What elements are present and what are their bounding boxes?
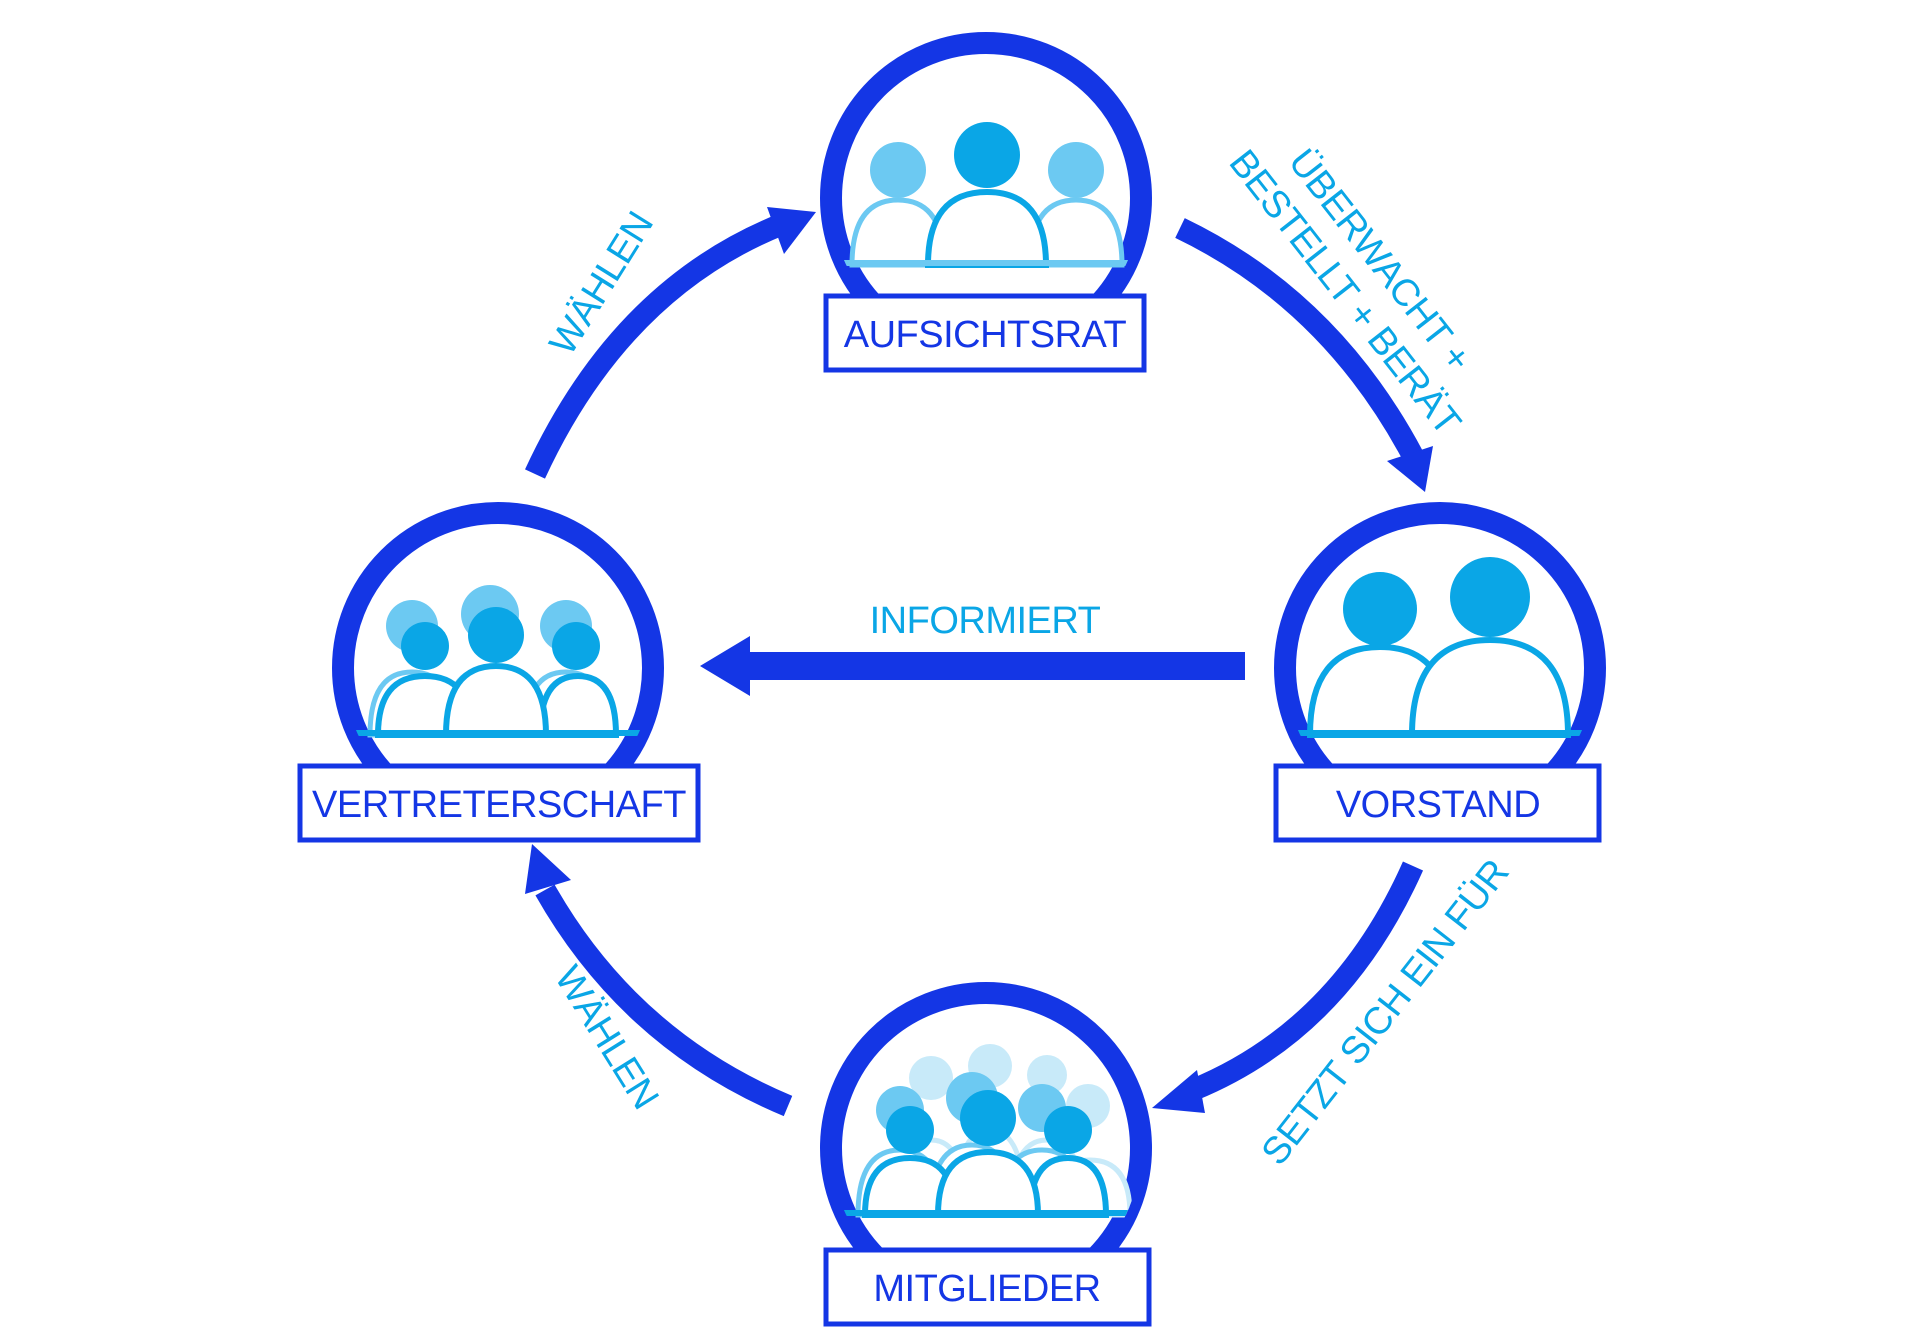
edge-label-informiert: INFORMIERT [870, 600, 1101, 642]
people-pair-icon [1295, 557, 1588, 738]
node-aufsichtsrat: AUFSICHTSRAT [820, 32, 1152, 373]
arrow-waehlen-top [525, 207, 816, 479]
node-vorstand: VORSTAND [1273, 502, 1606, 843]
node-label-box [823, 1247, 1152, 1327]
people-group-icon [840, 122, 1135, 268]
arrow-setzt-sich-ein [1152, 861, 1424, 1113]
arrow-waehlen-bottom [525, 844, 793, 1117]
node-label-mitglieder: MITGLIEDER [873, 1268, 1100, 1310]
edge-label-waehlen-top: WÄHLEN [542, 205, 662, 363]
node-label-vertreterschaft: VERTRETERSCHAFT [312, 784, 686, 826]
node-label-aufsichtsrat: AUFSICHTSRAT [844, 314, 1127, 356]
arrow-ueberwacht [1175, 218, 1433, 492]
node-mitglieder: MITGLIEDER [820, 982, 1152, 1327]
node-label-box [1273, 763, 1602, 843]
node-vertreterschaft: VERTRETERSCHAFT [297, 502, 701, 843]
people-crowd-icon [840, 1044, 1135, 1218]
node-label-box [823, 293, 1147, 373]
people-group-icon [352, 585, 646, 738]
node-label-vorstand: VORSTAND [1336, 784, 1540, 826]
node-label-box [297, 763, 701, 843]
arrow-informiert [700, 636, 1245, 696]
